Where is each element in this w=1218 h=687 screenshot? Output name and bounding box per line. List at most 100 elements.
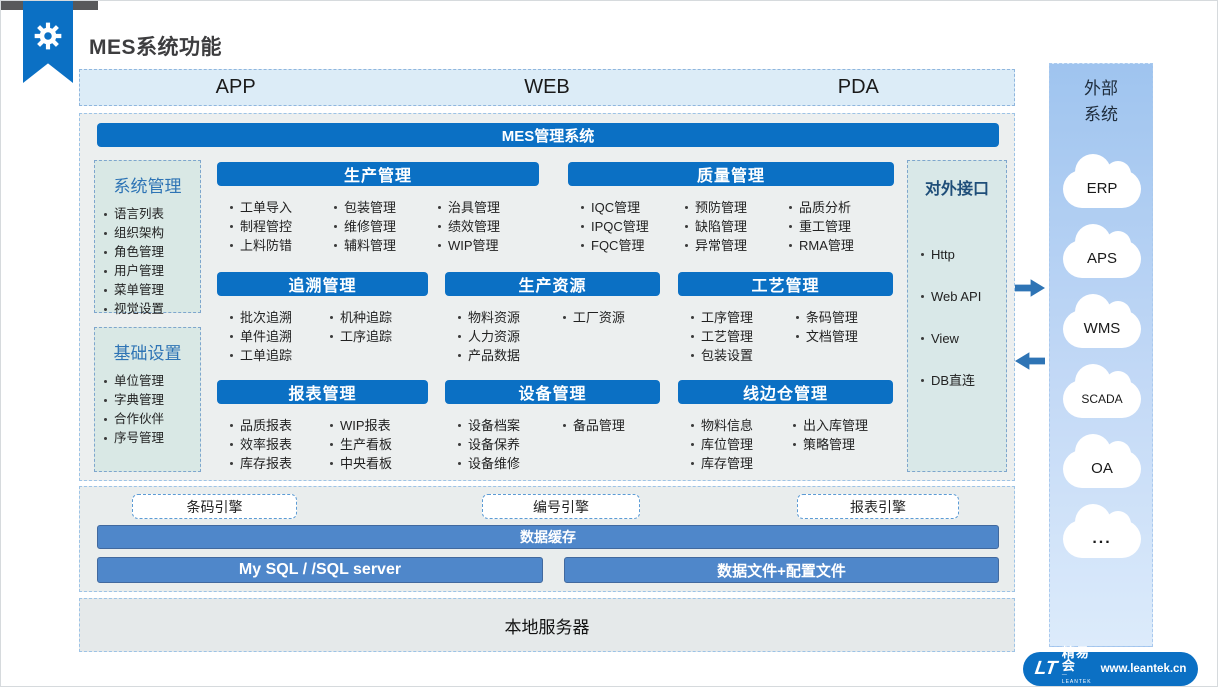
bullet-label: 治具管理 [448, 200, 501, 215]
bullet-icon [104, 270, 107, 273]
bullet-item: 异常管理 [682, 236, 786, 255]
page-title: MES系统功能 [89, 36, 223, 59]
bullet-item: RMA管理 [786, 236, 890, 255]
bullet-item: 工单导入 [227, 198, 331, 217]
bullet-icon [581, 206, 584, 209]
module-process-col2: 条码管理文档管理 [793, 308, 893, 365]
bullet-icon [458, 443, 461, 446]
bullet-icon [104, 308, 107, 311]
channel-web: WEB [524, 76, 570, 98]
basic-settings-list: 单位管理字典管理合作伙伴序号管理 [101, 372, 200, 448]
bullet-icon [230, 424, 233, 427]
bullet-label: Http [931, 247, 955, 262]
bullet-icon [458, 354, 461, 357]
bullet-item: WIP管理 [435, 236, 539, 255]
bullet-label: 设备档案 [468, 418, 521, 433]
bullet-icon [685, 244, 688, 247]
module-resources: 生产资源 物料资源人力资源产品数据 工厂资源 [445, 272, 660, 365]
external-systems-panel: 外部系统 ERP APS WMS SCADA OA ... [1049, 63, 1153, 647]
module-quality-header: 质量管理 [568, 162, 894, 186]
bullet-item: 设备维修 [455, 454, 560, 473]
leantek-brand-name: 精易会 [1061, 644, 1090, 673]
bullet-item: 物料资源 [455, 308, 560, 327]
bullet-icon [581, 244, 584, 247]
bullet-item: 库存管理 [688, 454, 790, 473]
bullet-item: 视觉设置 [101, 300, 200, 319]
bullet-item: 文档管理 [793, 327, 893, 346]
bullet-label: 产品数据 [468, 348, 521, 363]
bullet-icon [458, 316, 461, 319]
bullet-item: 效率报表 [227, 435, 327, 454]
bullet-item: 序号管理 [101, 429, 200, 448]
cloud-icon-more: ... [1063, 504, 1141, 558]
bullet-icon [921, 295, 924, 298]
bullet-label: 绩效管理 [448, 219, 501, 234]
channel-pda: PDA [837, 76, 879, 98]
bullet-item: 菜单管理 [101, 281, 200, 300]
bullet-icon [330, 316, 334, 319]
module-process: 工艺管理 工序管理工艺管理包装设置 条码管理文档管理 [678, 272, 893, 365]
bullet-icon [104, 418, 107, 421]
module-production-col2: 包装管理维修管理辅料管理 [331, 198, 435, 255]
bullet-label: 辅料管理 [344, 238, 397, 253]
bullet-icon [104, 213, 107, 216]
bullet-label: 异常管理 [695, 238, 748, 253]
bullet-label: 文档管理 [805, 329, 858, 344]
module-equipment-header: 设备管理 [445, 380, 660, 404]
bullet-label: 菜单管理 [114, 283, 165, 297]
bullet-icon [330, 424, 334, 427]
bullet-label: 批次追溯 [240, 310, 293, 325]
bullet-label: 库存报表 [240, 456, 293, 471]
bullet-item: 字典管理 [101, 391, 200, 410]
bullet-icon [230, 354, 233, 357]
bullet-item: 物料信息 [688, 416, 790, 435]
cloud-label-oa: OA [1091, 460, 1113, 477]
bullet-label: IPQC管理 [591, 219, 649, 234]
system-management-title: 系统管理 [113, 177, 182, 196]
bullet-label: 物料信息 [701, 418, 754, 433]
bullet-label: 效率报表 [240, 437, 293, 452]
bullet-item: IQC管理 [578, 198, 682, 217]
bullet-icon [334, 225, 337, 228]
bullet-icon [104, 232, 107, 235]
bullet-item: 语言列表 [101, 205, 200, 224]
bullet-icon [330, 462, 334, 465]
data-cache-bar: 数据缓存 [97, 525, 999, 549]
bullet-label: View [931, 331, 959, 346]
bullet-icon [330, 443, 334, 446]
bullet-label: RMA管理 [799, 238, 854, 253]
bullet-label: Web API [931, 289, 982, 304]
bullet-icon [795, 316, 799, 319]
bullet-label: 工序管理 [701, 310, 754, 325]
bullet-item: 重工管理 [786, 217, 890, 236]
basic-settings-box: 基础设置 单位管理字典管理合作伙伴序号管理 [94, 327, 201, 472]
bullet-item: 辅料管理 [331, 236, 435, 255]
bullet-item: 产品数据 [455, 346, 560, 365]
bullet-label: 视觉设置 [114, 302, 165, 316]
bullet-icon [562, 316, 566, 319]
bullet-label: IQC管理 [591, 200, 641, 215]
cloud-icon-oa: OA [1063, 434, 1141, 488]
bullet-item: 品质报表 [227, 416, 327, 435]
bullet-item: 机种追踪 [327, 308, 428, 327]
bullet-item: 用户管理 [101, 262, 200, 281]
module-lineside-col1: 物料信息库位管理库存管理 [688, 416, 790, 473]
module-quality-col2: 预防管理缺陷管理异常管理 [682, 198, 786, 255]
module-traceability-col2: 机种追踪工序追踪 [327, 308, 428, 365]
leantek-brand-sub: — LEANTEK — [1061, 671, 1092, 687]
bullet-icon [793, 424, 797, 427]
bullet-item: 工单追踪 [227, 346, 327, 365]
bullet-label: WIP管理 [448, 238, 499, 253]
module-traceability-col1: 批次追溯单件追溯工单追踪 [227, 308, 327, 365]
bullet-label: 缺陷管理 [695, 219, 748, 234]
bullet-icon [921, 253, 924, 256]
barcode-engine-box: 条码引擎 [132, 494, 297, 519]
module-equipment-col2: 备品管理 [560, 416, 660, 473]
bullet-label: 设备维修 [468, 456, 521, 471]
module-reports: 报表管理 品质报表效率报表库存报表 WIP报表生产看板中央看板 [217, 380, 428, 473]
bullet-item: 治具管理 [435, 198, 539, 217]
module-process-col1: 工序管理工艺管理包装设置 [688, 308, 793, 365]
